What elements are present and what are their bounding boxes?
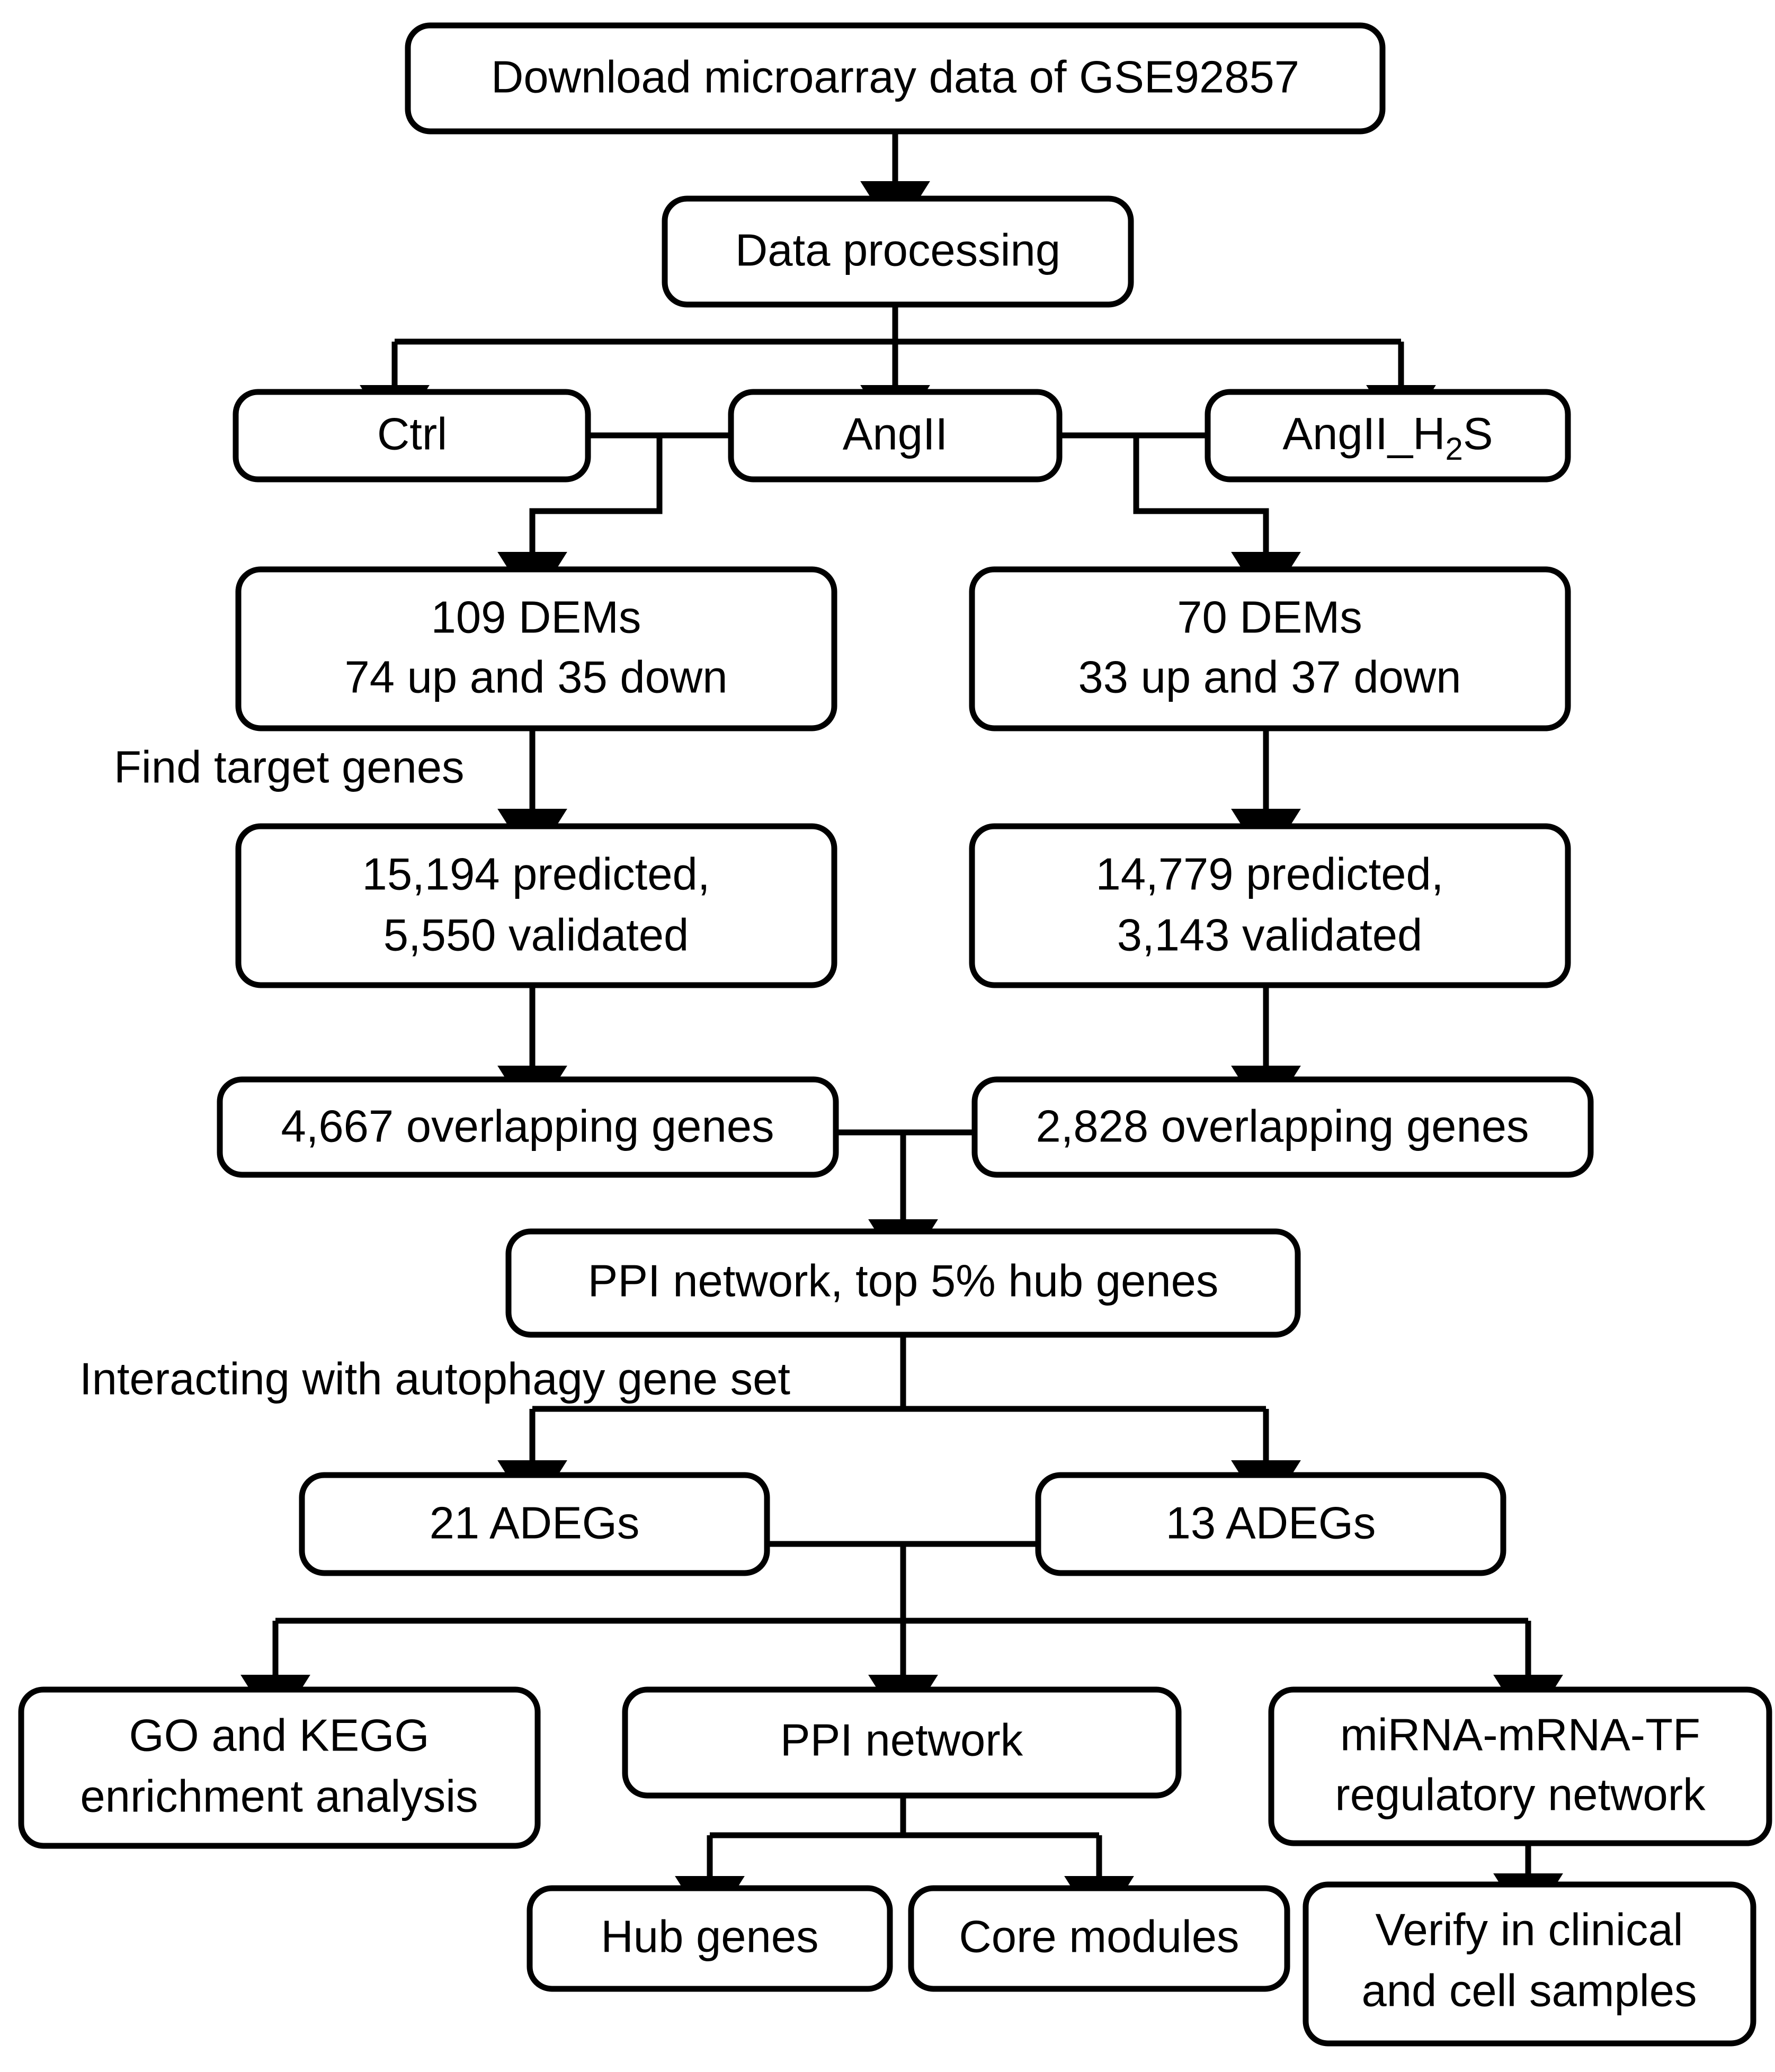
node-ppi-network-box[interactable]: [622, 1686, 1182, 1799]
node-overlap-left-label: 4,667 overlapping genes: [281, 1101, 774, 1151]
node-go-kegg-box[interactable]: [18, 1686, 541, 1849]
node-data-processing-box[interactable]: [662, 195, 1134, 308]
node-angii-box[interactable]: [728, 389, 1063, 483]
node-ctrl-box[interactable]: [233, 389, 591, 483]
node-ppi-hub-genes[interactable]: PPI network, top 5% hub genes: [505, 1228, 1301, 1338]
node-adegs-right[interactable]: 13 ADEGs: [1035, 1472, 1506, 1576]
node-ctrl[interactable]: Ctrl: [233, 389, 591, 483]
node-dems-left-box[interactable]: [235, 566, 837, 731]
edge-ctrl-angii-drop: [497, 435, 663, 608]
node-dems-left-line1: 109 DEMs: [431, 592, 641, 642]
node-verify-samples-line1: Verify in clinical: [1375, 1905, 1683, 1955]
edge-angii-h2s-drop: [1133, 435, 1301, 608]
node-core-modules-label: Core modules: [959, 1912, 1239, 1962]
node-adegs-right-label: 13 ADEGs: [1166, 1498, 1376, 1548]
angii-h2s-prefix: AngII_H: [1282, 409, 1445, 459]
node-targets-right-line1: 14,779 predicted,: [1096, 849, 1444, 899]
angii-h2s-suffix: S: [1463, 409, 1493, 459]
node-targets-left-line2: 5,550 validated: [383, 910, 689, 960]
node-ctrl-label: Ctrl: [377, 409, 447, 459]
node-core-modules-box[interactable]: [908, 1885, 1290, 1992]
node-ppi-hub-genes-box[interactable]: [505, 1228, 1301, 1338]
node-targets-right[interactable]: 14,779 predicted, 3,143 validated: [969, 823, 1571, 988]
node-dems-right-line1: 70 DEMs: [1177, 592, 1362, 642]
node-overlap-right[interactable]: 2,828 overlapping genes: [971, 1076, 1594, 1178]
node-dems-left[interactable]: 109 DEMs 74 up and 35 down: [235, 566, 837, 731]
node-data-processing-label: Data processing: [735, 225, 1060, 275]
node-dems-left-line2: 74 up and 35 down: [344, 652, 727, 702]
node-mirna-network-line1: miRNA-mRNA-TF: [1340, 1710, 1700, 1760]
node-dems-right[interactable]: 70 DEMs 33 up and 37 down: [969, 566, 1571, 731]
node-go-kegg[interactable]: GO and KEGG enrichment analysis: [18, 1686, 541, 1849]
connector-layer: [240, 132, 1563, 1932]
node-targets-right-line2: 3,143 validated: [1117, 910, 1423, 960]
node-angii-h2s-box[interactable]: [1205, 389, 1571, 483]
node-targets-left[interactable]: 15,194 predicted, 5,550 validated: [235, 823, 837, 988]
node-ppi-network[interactable]: PPI network: [622, 1686, 1182, 1799]
node-angii-h2s-label: AngII_H2S: [1282, 409, 1493, 466]
node-go-kegg-line2: enrichment analysis: [80, 1771, 478, 1821]
node-dems-right-box[interactable]: [969, 566, 1571, 731]
node-adegs-left-label: 21 ADEGs: [430, 1498, 640, 1548]
node-data-processing[interactable]: Data processing: [662, 195, 1134, 308]
node-overlap-right-label: 2,828 overlapping genes: [1036, 1101, 1529, 1151]
node-angii-h2s[interactable]: AngII_H2S: [1205, 389, 1571, 483]
node-dems-right-line2: 33 up and 37 down: [1078, 652, 1461, 702]
node-verify-samples-box[interactable]: [1303, 1881, 1756, 2047]
node-hub-genes-box[interactable]: [527, 1885, 893, 1992]
node-download-data[interactable]: Download microarray data of GSE92857: [405, 22, 1386, 135]
node-download-data-label: Download microarray data of GSE92857: [491, 52, 1299, 102]
node-mirna-network[interactable]: miRNA-mRNA-TF regulatory network: [1268, 1686, 1772, 1846]
node-download-data-box[interactable]: [405, 22, 1386, 135]
node-mirna-network-line2: regulatory network: [1335, 1770, 1706, 1820]
node-mirna-network-box[interactable]: [1268, 1686, 1772, 1846]
node-ppi-hub-genes-label: PPI network, top 5% hub genes: [588, 1256, 1219, 1306]
node-adegs-left-box[interactable]: [299, 1472, 770, 1576]
node-ppi-network-label: PPI network: [780, 1715, 1023, 1765]
node-overlap-right-box[interactable]: [971, 1076, 1594, 1178]
node-verify-samples-line2: and cell samples: [1361, 1966, 1697, 2016]
node-hub-genes[interactable]: Hub genes: [527, 1885, 893, 1992]
node-hub-genes-label: Hub genes: [601, 1912, 818, 1962]
node-angii-label: AngII: [843, 409, 948, 459]
node-core-modules[interactable]: Core modules: [908, 1885, 1290, 1992]
node-adegs-right-box[interactable]: [1035, 1472, 1506, 1576]
node-targets-left-box[interactable]: [235, 823, 837, 988]
node-angii[interactable]: AngII: [728, 389, 1063, 483]
edge-label-find-target-genes: Find target genes: [114, 742, 465, 792]
angii-h2s-subscript: 2: [1446, 431, 1463, 467]
node-go-kegg-line1: GO and KEGG: [129, 1710, 430, 1761]
node-targets-right-box[interactable]: [969, 823, 1571, 988]
node-verify-samples[interactable]: Verify in clinical and cell samples: [1303, 1881, 1756, 2047]
node-adegs-left[interactable]: 21 ADEGs: [299, 1472, 770, 1576]
node-overlap-left-box[interactable]: [217, 1076, 839, 1178]
node-targets-left-line1: 15,194 predicted,: [362, 849, 710, 899]
edge-label-interacting-autophagy: Interacting with autophagy gene set: [79, 1354, 790, 1404]
node-overlap-left[interactable]: 4,667 overlapping genes: [217, 1076, 839, 1178]
